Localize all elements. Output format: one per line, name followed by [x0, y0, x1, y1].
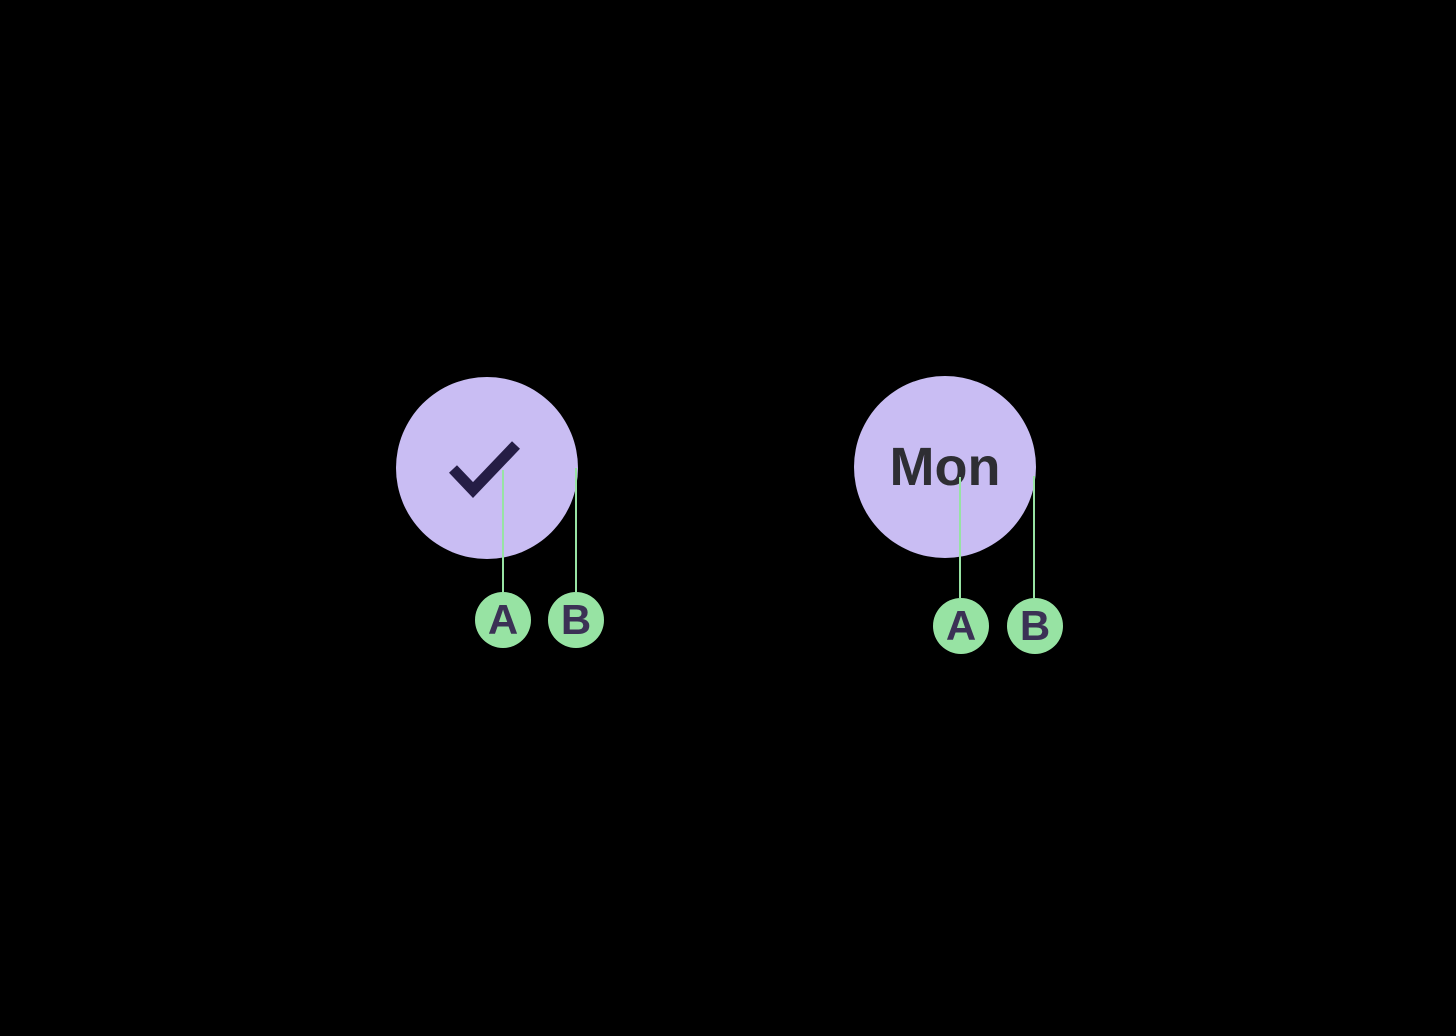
anchor-line-b — [575, 468, 577, 592]
anchor-line-b — [1033, 476, 1035, 598]
anchor-marker-b[interactable]: B — [1007, 598, 1063, 654]
checkmark-icon — [449, 441, 520, 498]
checked-day-circle[interactable] — [396, 377, 578, 559]
anchor-marker-a-label: A — [487, 596, 519, 643]
anchor-marker-a[interactable]: A — [475, 592, 531, 648]
anchor-marker-a[interactable]: A — [933, 598, 989, 654]
day-label: Mon — [889, 437, 1001, 497]
anchor-marker-b-label: B — [560, 596, 592, 643]
anchor-line-a — [502, 470, 504, 592]
mon-day-circle[interactable]: Mon — [854, 376, 1036, 558]
anchor-marker-b[interactable]: B — [548, 592, 604, 648]
anchor-marker-b-label: B — [1019, 602, 1051, 649]
anchor-marker-a-label: A — [945, 602, 977, 649]
anchor-line-a — [959, 477, 961, 598]
